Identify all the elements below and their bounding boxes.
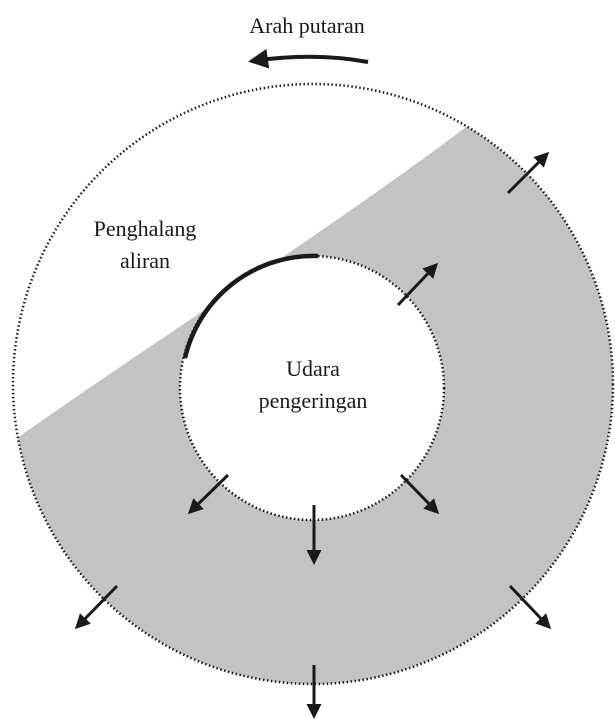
flow-barrier-arc	[182, 253, 319, 359]
outer-ring	[11, 82, 615, 686]
flow-barrier-text-line2: aliran	[119, 247, 171, 273]
rotation-arrow	[248, 48, 369, 69]
flow-arrow-top-right-outer	[506, 151, 550, 195]
flow-arrow-outer-right	[508, 584, 552, 630]
flow-arrow-top-right-inner	[396, 262, 439, 307]
flow-barrier-label: Penghalang aliran	[60, 213, 230, 277]
drying-air-text-line1: Udara	[286, 356, 340, 381]
flow-arrow-outer-left	[74, 584, 119, 630]
inner-cavity	[178, 254, 446, 522]
rotation-direction-label: Arah putaran	[207, 10, 407, 42]
drying-air-label: Udara pengeringan	[218, 353, 408, 417]
flow-arrow-inner-right	[399, 473, 440, 515]
rotation-direction-text: Arah putaran	[249, 13, 365, 38]
airflow-arrows	[74, 151, 552, 719]
drying-air-text-line2: pengeringan	[258, 387, 368, 413]
flow-arrow-inner-left	[187, 473, 230, 515]
flow-barrier-text-line1: Penghalang	[93, 216, 197, 241]
